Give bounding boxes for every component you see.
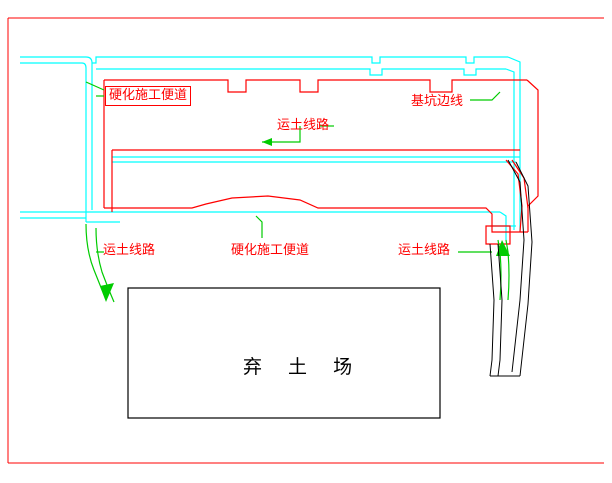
dump-site-label: 弃 土 场 [243,356,363,378]
pit-edge-line-label: 基坑边线 [411,94,464,109]
soil-route-left-label: 运土线路 [103,243,156,258]
soil-route-right-label: 运土线路 [398,243,451,258]
soil-transport-routes [85,81,510,303]
haul-road-top-label: 硬化施工便道 [105,86,192,106]
soil-route-top-label: 运土线路 [277,118,330,133]
pit-boundary-outline [103,79,539,245]
dump-site-rectangle [127,287,441,419]
page-frame-marks [7,17,604,464]
right-ramp-lines [489,159,533,377]
haul-road-network [20,56,521,240]
haul-road-bottom-label: 硬化施工便道 [231,243,310,258]
